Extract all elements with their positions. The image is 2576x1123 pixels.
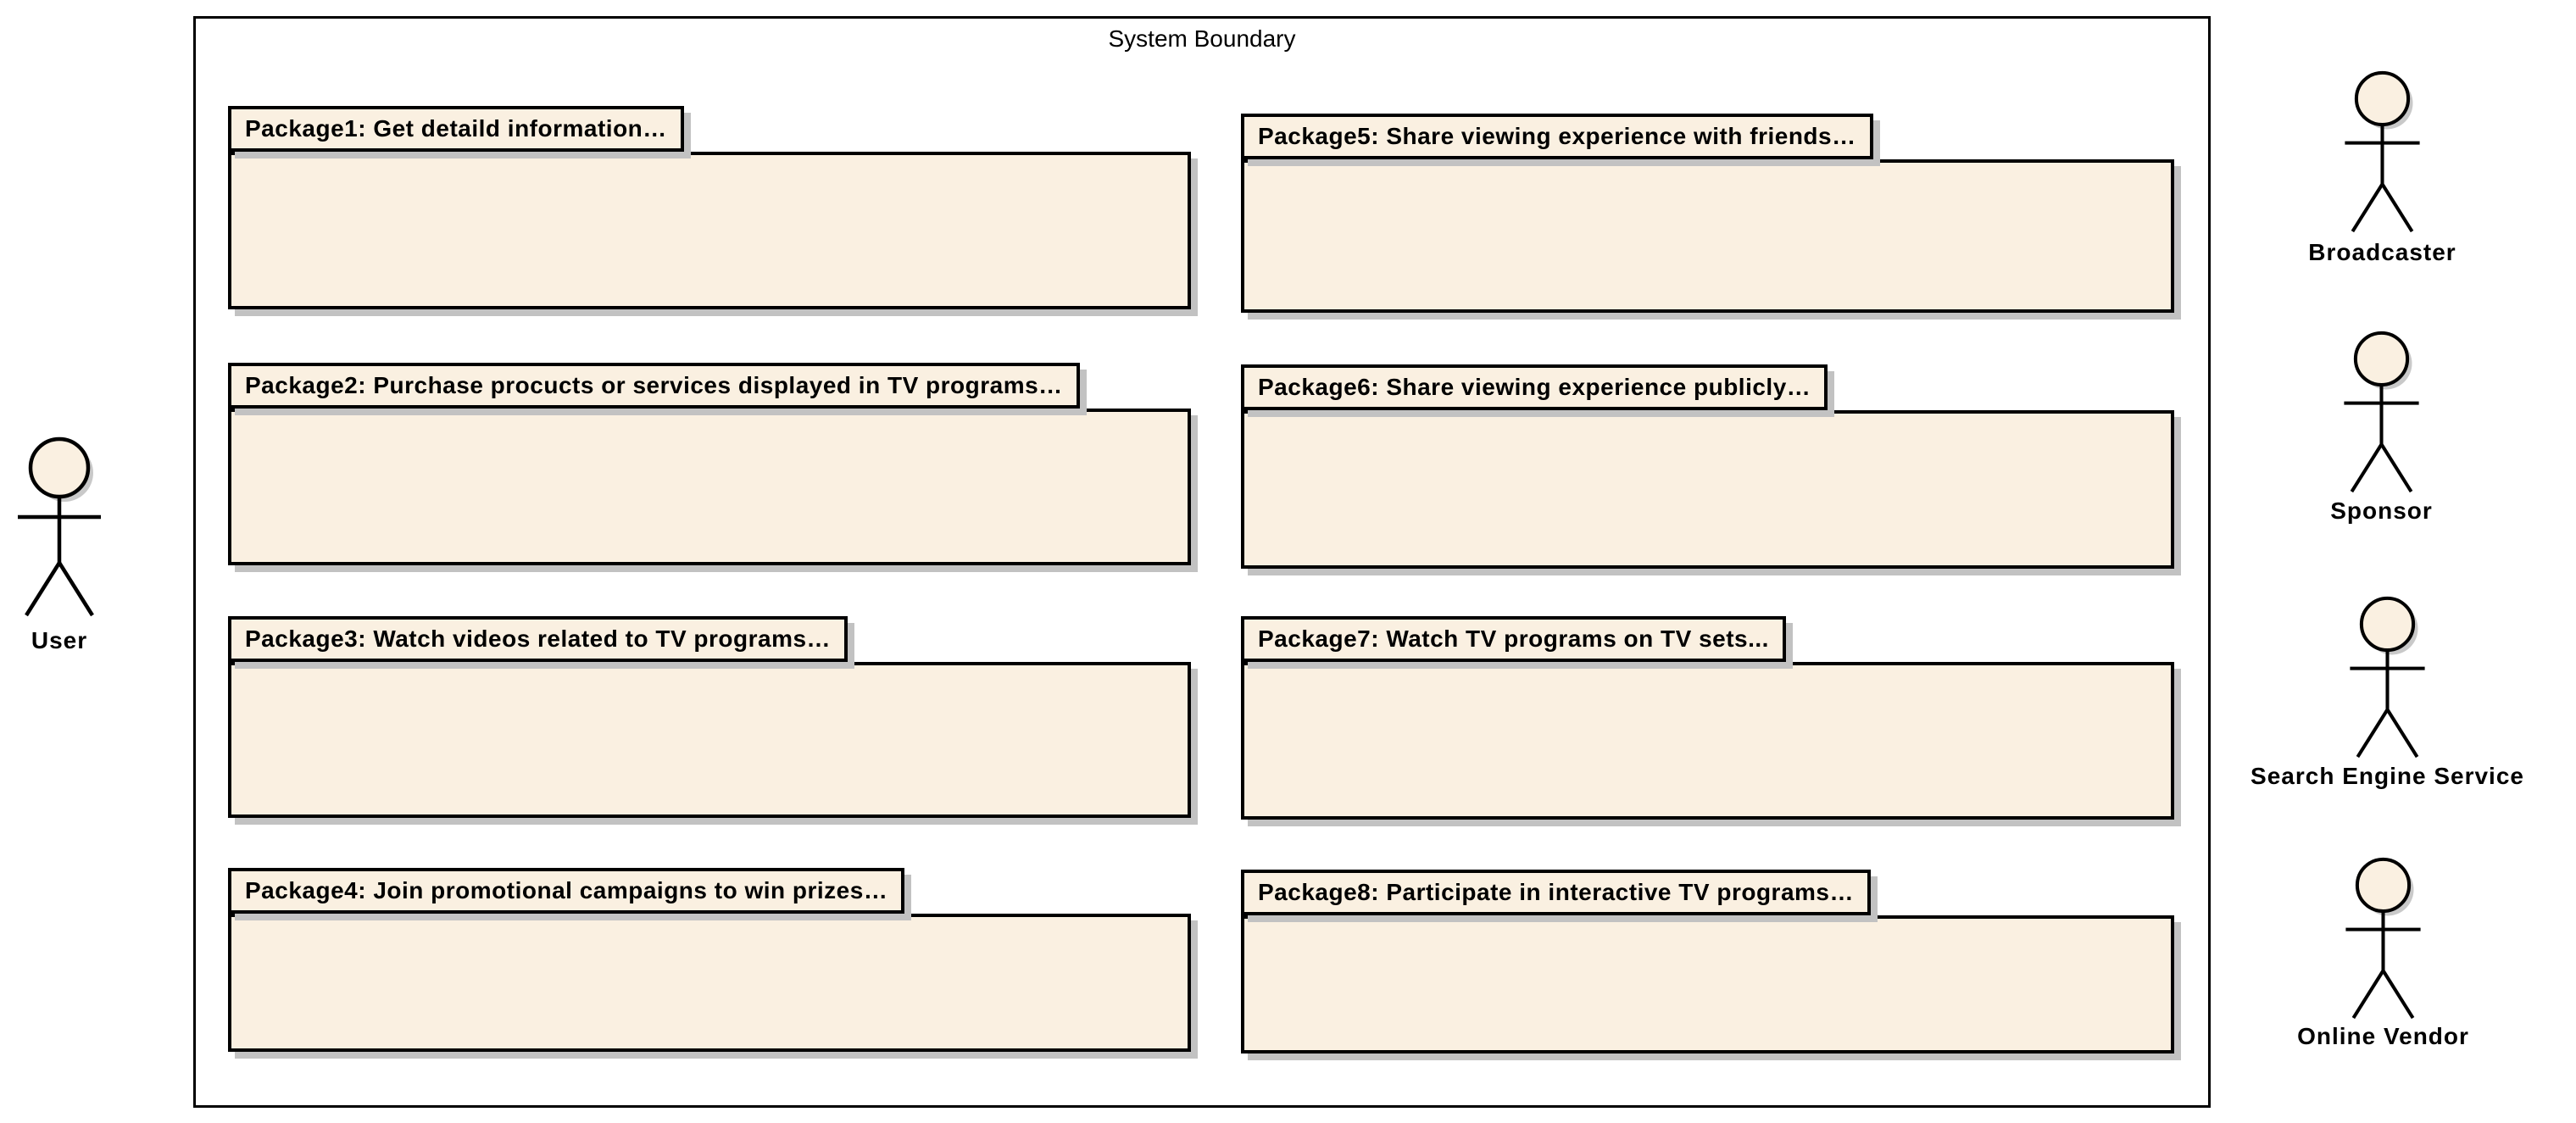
actor-user[interactable]: User [0, 436, 123, 653]
package-7-tab: Package7: Watch TV programs on TV sets..… [1241, 616, 1786, 662]
package-1-body [228, 152, 1191, 309]
actor-online-vendor[interactable]: Online Vendor [2297, 856, 2468, 1049]
stick-figure-icon [2330, 595, 2445, 759]
package-8[interactable]: Package8: Participate in interactive TV … [1241, 870, 2174, 1054]
actor-sponsor[interactable]: Sponsor [2324, 330, 2439, 524]
system-boundary-label: System Boundary [1108, 25, 1296, 52]
package-3-tab: Package3: Watch videos related to TV pro… [228, 616, 848, 662]
package-7-label: Package7: Watch TV programs on TV sets..… [1258, 625, 1769, 652]
package-7-body [1241, 662, 2174, 820]
package-2-tab: Package2: Purchase procucts or services … [228, 363, 1080, 409]
package-8-tab: Package8: Participate in interactive TV … [1241, 870, 1871, 915]
actor-search-engine-service-label: Search Engine Service [2251, 763, 2524, 789]
package-2-label: Package2: Purchase procucts or services … [245, 372, 1063, 398]
package-4-tab: Package4: Join promotional campaigns to … [228, 868, 905, 914]
package-1-label: Package1: Get detaild information… [245, 115, 667, 142]
package-3-label: Package3: Watch videos related to TV pro… [245, 625, 832, 652]
stick-figure-icon [2326, 856, 2440, 1020]
package-8-label: Package8: Participate in interactive TV … [1258, 879, 1854, 905]
package-3-body [228, 662, 1191, 818]
actor-broadcaster-label: Broadcaster [2308, 239, 2456, 265]
package-6-body [1241, 410, 2174, 569]
actor-online-vendor-label: Online Vendor [2297, 1023, 2469, 1049]
package-4-label: Package4: Join promotional campaigns to … [245, 877, 888, 903]
stick-figure-icon [2324, 330, 2439, 494]
package-8-body [1241, 915, 2174, 1054]
package-3[interactable]: Package3: Watch videos related to TV pro… [228, 616, 1191, 818]
package-1[interactable]: Package1: Get detaild information… [228, 106, 1191, 309]
package-2-body [228, 409, 1191, 565]
package-6-label: Package6: Share viewing experience publi… [1258, 374, 1811, 400]
package-5-body [1241, 159, 2174, 313]
actor-search-engine-service[interactable]: Search Engine Service [2251, 595, 2523, 789]
stick-figure-icon [2325, 69, 2440, 234]
package-5-tab: Package5: Share viewing experience with … [1241, 114, 1873, 159]
stick-figure-icon [0, 436, 123, 618]
actor-broadcaster[interactable]: Broadcaster [2308, 69, 2456, 265]
package-6-tab: Package6: Share viewing experience publi… [1241, 364, 1828, 410]
actor-user-label: User [31, 627, 88, 653]
package-5[interactable]: Package5: Share viewing experience with … [1241, 114, 2174, 313]
package-4-body [228, 914, 1191, 1052]
package-2[interactable]: Package2: Purchase procucts or services … [228, 363, 1191, 565]
package-1-tab: Package1: Get detaild information… [228, 106, 684, 152]
actor-sponsor-label: Sponsor [2330, 498, 2433, 524]
package-6[interactable]: Package6: Share viewing experience publi… [1241, 364, 2174, 569]
package-7[interactable]: Package7: Watch TV programs on TV sets..… [1241, 616, 2174, 820]
package-4[interactable]: Package4: Join promotional campaigns to … [228, 868, 1191, 1052]
package-5-label: Package5: Share viewing experience with … [1258, 123, 1856, 149]
